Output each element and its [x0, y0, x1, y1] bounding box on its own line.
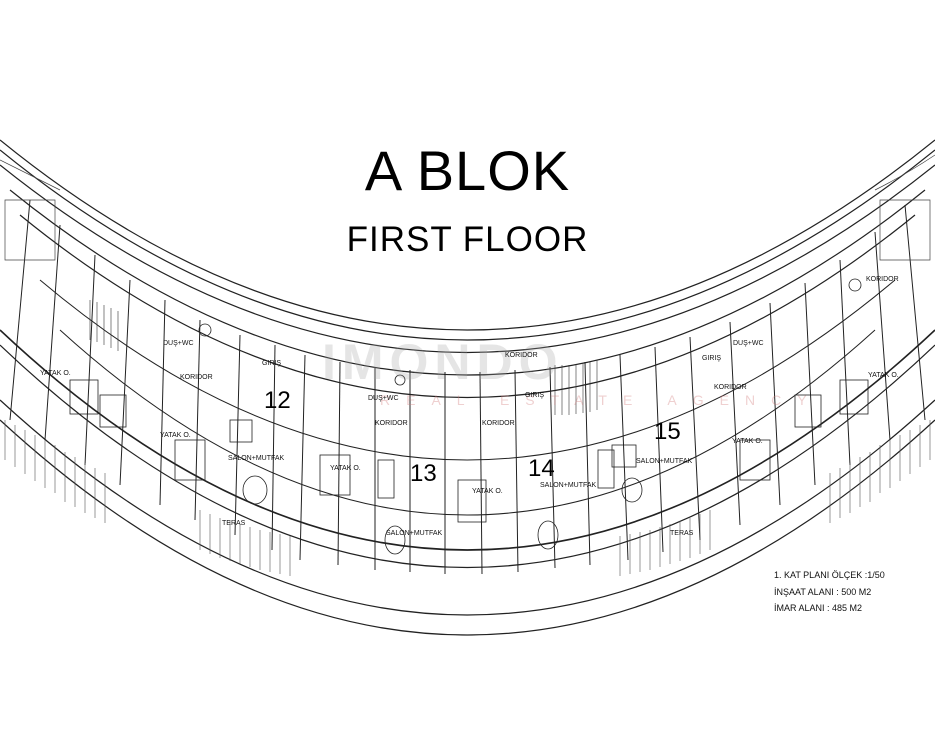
room-label-yatak: YATAK O.: [472, 488, 503, 495]
room-label-koridor: KORIDOR: [714, 384, 747, 391]
unit-number-15: 15: [654, 418, 681, 445]
watermark-tagline: REAL ESTATE AGENCY: [380, 392, 823, 408]
unit-number-14: 14: [528, 455, 555, 482]
room-label-koridor: KORIDOR: [375, 420, 408, 427]
corridor-band-2: [19, 214, 916, 398]
room-label-salon: SALON+MUTFAK: [228, 455, 285, 462]
room-label-giris: GIRIŞ: [525, 392, 545, 399]
room-label-teras: TERAS: [670, 530, 694, 537]
page-subtitle: FIRST FLOOR: [346, 220, 589, 259]
room-label-salon: SALON+MUTFAK: [540, 482, 597, 489]
outer-wall-curve: [0, 139, 935, 331]
room-label-koridor: KORIDOR: [505, 352, 538, 359]
legend-construction-area: İNŞAAT ALANI : 500 M2: [774, 587, 872, 597]
balcony-line: [0, 164, 935, 354]
room-label-yatak: YATAK O.: [868, 372, 899, 379]
room-label-yatak: YATAK O.: [40, 370, 71, 377]
room-label-teras: TERAS: [222, 520, 246, 527]
room-label-salon: SALON+MUTFAK: [636, 458, 693, 465]
room-label-dus-wc: DUŞ+WC: [368, 395, 399, 402]
corridor-band: [9, 189, 926, 376]
room-label-yatak: YATAK O.: [330, 465, 361, 472]
terrace-curve-2: [0, 419, 935, 636]
inner-wall-curve: [0, 329, 935, 551]
room-label-koridor: KORIDOR: [866, 276, 899, 283]
room-label-giris: GIRIŞ: [702, 355, 722, 362]
room-label-yatak: YATAK O.: [160, 432, 191, 439]
room-label-dus-wc: DUŞ+WC: [163, 340, 194, 347]
room-label-dus-wc: DUŞ+WC: [733, 340, 764, 347]
page-title: A BLOK: [364, 139, 571, 202]
room-label-koridor: KORIDOR: [180, 374, 213, 381]
room-label-giris: GIRIŞ: [262, 360, 282, 367]
watermark-brand: IMONDO: [322, 334, 564, 390]
unit-number-12: 12: [264, 387, 291, 414]
legend-zoning-area: İMAR ALANI : 485 M2: [774, 603, 863, 613]
unit-number-13: 13: [410, 460, 437, 487]
room-label-koridor: KORIDOR: [482, 420, 515, 427]
room-label-yatak: YATAK O.: [732, 438, 763, 445]
inner-wall-curve-2: [0, 344, 935, 568]
legend-scale: 1. KAT PLANI ÖLÇEK :1/50: [774, 570, 885, 580]
terrace-curve: [0, 399, 935, 616]
room-label-salon: SALON+MUTFAK: [386, 530, 443, 537]
outer-wall-curve-2: [0, 149, 935, 341]
